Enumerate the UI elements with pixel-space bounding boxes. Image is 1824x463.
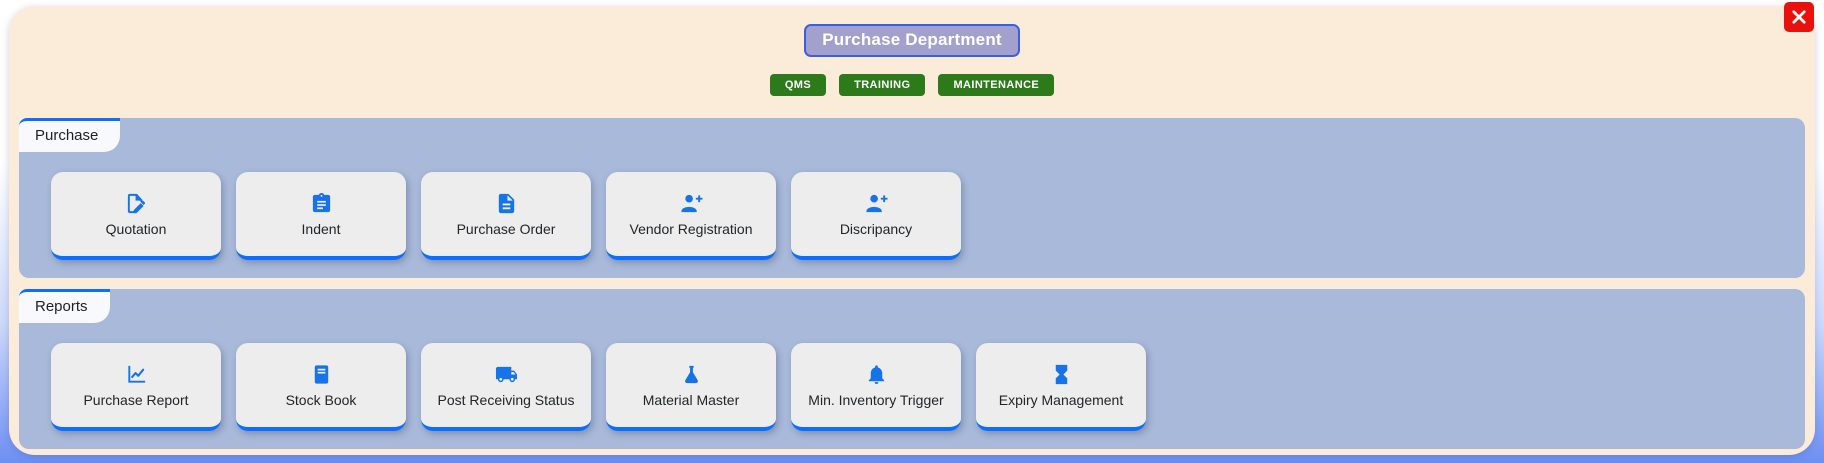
section-tab-reports: Reports: [19, 289, 110, 323]
card-discripancy[interactable]: Discripancy: [791, 172, 961, 260]
card-label: Purchase Report: [83, 391, 189, 408]
file-invoice-icon: [495, 192, 518, 215]
top-button-row: QMS TRAINING MAINTENANCE: [769, 74, 1055, 96]
panel-header: Purchase Department QMS TRAINING MAINTEN…: [9, 6, 1815, 96]
maintenance-button[interactable]: MAINTENANCE: [938, 74, 1055, 96]
clipboard-icon: [310, 192, 333, 215]
purchase-department-panel: Purchase Department QMS TRAINING MAINTEN…: [9, 6, 1815, 455]
card-vendor-registration[interactable]: Vendor Registration: [606, 172, 776, 260]
card-min-inventory-trigger[interactable]: Min. Inventory Trigger: [791, 343, 961, 431]
card-purchase-report[interactable]: Purchase Report: [51, 343, 221, 431]
section-tab-purchase: Purchase: [19, 118, 121, 152]
person-add-icon: [865, 192, 888, 215]
card-label: Indent: [301, 220, 341, 237]
card-post-receiving-status[interactable]: Post Receiving Status: [421, 343, 591, 431]
card-label: Post Receiving Status: [437, 391, 575, 408]
card-indent[interactable]: Indent: [236, 172, 406, 260]
card-label: Expiry Management: [998, 391, 1124, 408]
hourglass-icon: [1050, 363, 1073, 386]
card-material-master[interactable]: Material Master: [606, 343, 776, 431]
card-label: Vendor Registration: [629, 220, 753, 237]
file-signature-icon: [125, 192, 148, 215]
reports-section: Reports Purchase Report: [19, 289, 1805, 449]
card-label: Quotation: [105, 220, 167, 237]
purchase-section: Purchase Quotation: [19, 118, 1805, 278]
card-expiry-management[interactable]: Expiry Management: [976, 343, 1146, 431]
card-label: Material Master: [642, 391, 740, 408]
close-button[interactable]: [1784, 2, 1814, 32]
card-label: Min. Inventory Trigger: [808, 391, 944, 408]
card-label: Discripancy: [839, 220, 913, 237]
card-purchase-order[interactable]: Purchase Order: [421, 172, 591, 260]
flask-icon: [680, 363, 703, 386]
purchase-cards-row: Quotation Indent: [19, 172, 1805, 260]
chart-line-icon: [125, 363, 148, 386]
card-label: Purchase Order: [456, 220, 556, 237]
card-quotation[interactable]: Quotation: [51, 172, 221, 260]
page-title: Purchase Department: [804, 24, 1020, 57]
qms-button[interactable]: QMS: [769, 74, 827, 96]
book-icon: [310, 363, 333, 386]
training-button[interactable]: TRAINING: [839, 74, 926, 96]
person-add-icon: [680, 192, 703, 215]
bell-icon: [865, 363, 888, 386]
reports-cards-row: Purchase Report Stock Book: [19, 343, 1805, 431]
truck-icon: [495, 363, 518, 386]
card-stock-book[interactable]: Stock Book: [236, 343, 406, 431]
close-icon: [1792, 10, 1806, 24]
card-label: Stock Book: [285, 391, 357, 408]
